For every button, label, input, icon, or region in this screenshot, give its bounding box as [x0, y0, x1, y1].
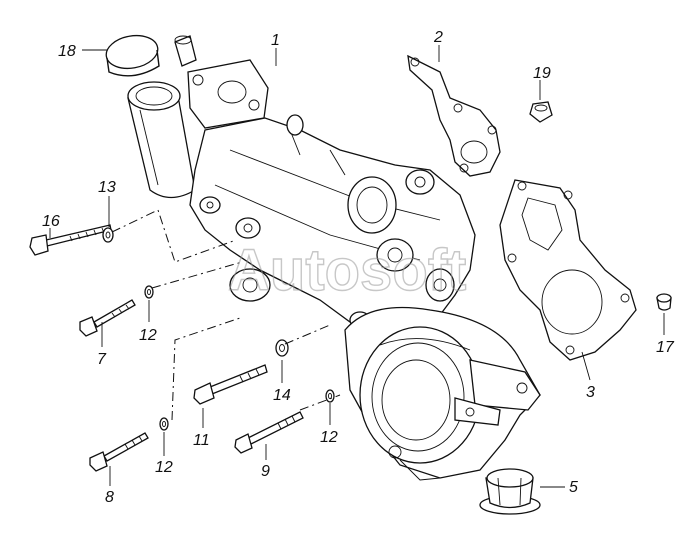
callout-12-b: 12	[320, 429, 338, 446]
callout-16: 16	[42, 213, 60, 230]
callout-numbers: 18 1 2 19 13 16 12 7 14 11 12 12 9 8 3 1…	[42, 29, 675, 506]
part-12-washer-c	[159, 417, 169, 431]
callout-5: 5	[569, 479, 578, 496]
callout-2: 2	[433, 29, 443, 46]
part-12-washer-a	[144, 285, 154, 299]
callout-12-a: 12	[139, 327, 157, 344]
callout-1: 1	[271, 32, 280, 49]
callout-12-c: 12	[155, 459, 173, 476]
part-18-cap	[105, 34, 160, 77]
part-12-washer-b	[325, 389, 335, 403]
callout-11: 11	[193, 432, 210, 449]
part-17-plug	[656, 293, 672, 311]
leader-lines	[49, 45, 665, 488]
callout-3: 3	[586, 384, 595, 401]
callout-9: 9	[261, 463, 270, 480]
part-9-bolt	[234, 411, 304, 454]
part-1-housing	[127, 35, 541, 481]
assembly-lines	[111, 209, 341, 421]
callout-17: 17	[656, 339, 675, 356]
callout-13: 13	[98, 179, 116, 196]
callout-19: 19	[533, 65, 551, 82]
part-3-gasket	[499, 179, 637, 361]
callout-8: 8	[105, 489, 114, 506]
callout-18: 18	[58, 43, 76, 60]
part-2-gasket	[407, 54, 501, 177]
part-13-washer	[102, 227, 114, 243]
part-7-bolt	[79, 299, 136, 337]
part-5-bushing	[479, 468, 541, 515]
watermark-text: Autosoft	[228, 238, 466, 303]
callout-14: 14	[273, 387, 291, 404]
part-11-bolt	[193, 364, 268, 405]
part-8-bolt	[89, 432, 149, 472]
part-16-bolt	[29, 224, 112, 256]
part-14-washer	[275, 339, 289, 357]
part-19-nut	[529, 101, 553, 123]
callout-7: 7	[97, 351, 107, 368]
